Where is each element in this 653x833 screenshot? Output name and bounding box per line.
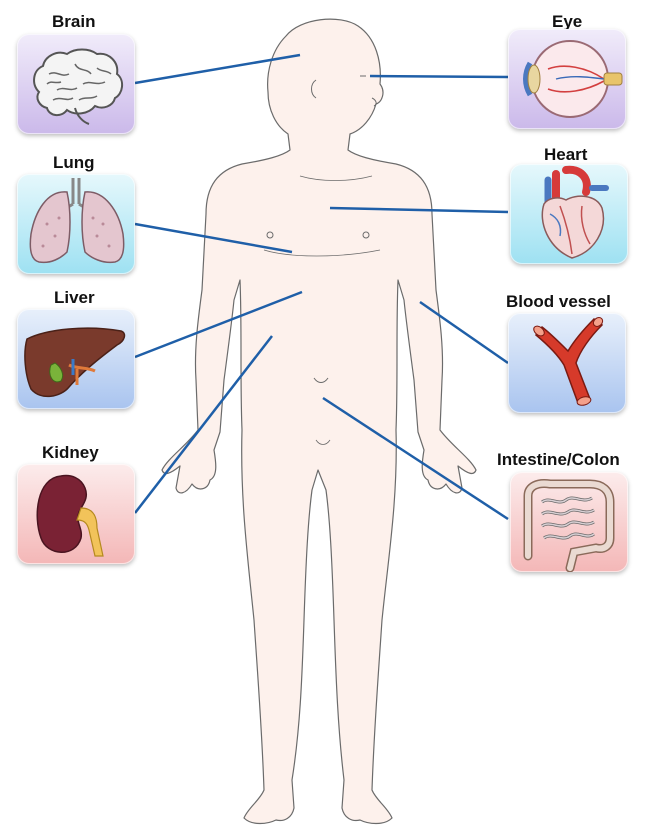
brain-icon xyxy=(17,34,135,134)
kidney-icon xyxy=(17,464,135,564)
eye-icon xyxy=(508,29,626,129)
connector-eye xyxy=(370,76,508,77)
lung-label: Lung xyxy=(53,153,95,173)
eye-card xyxy=(508,29,626,129)
kidney-label: Kidney xyxy=(42,443,99,463)
liver-label: Liver xyxy=(54,288,95,308)
heart-card xyxy=(510,164,628,264)
lung-card xyxy=(17,174,135,274)
liver-card xyxy=(17,309,135,409)
heart-icon xyxy=(510,164,628,264)
intestine-icon xyxy=(510,472,628,572)
brain-label: Brain xyxy=(52,12,95,32)
intestine-label: Intestine/Colon xyxy=(497,450,620,470)
human-body xyxy=(162,19,476,823)
head xyxy=(162,19,476,823)
blood-vessel-icon xyxy=(508,313,626,413)
brain-card xyxy=(17,34,135,134)
blood-vessel-label: Blood vessel xyxy=(506,292,611,312)
lung-icon xyxy=(17,174,135,274)
liver-icon xyxy=(17,309,135,409)
intestine-card xyxy=(510,472,628,572)
heart-label: Heart xyxy=(544,145,587,165)
kidney-card xyxy=(17,464,135,564)
blood-vessel-card xyxy=(508,313,626,413)
